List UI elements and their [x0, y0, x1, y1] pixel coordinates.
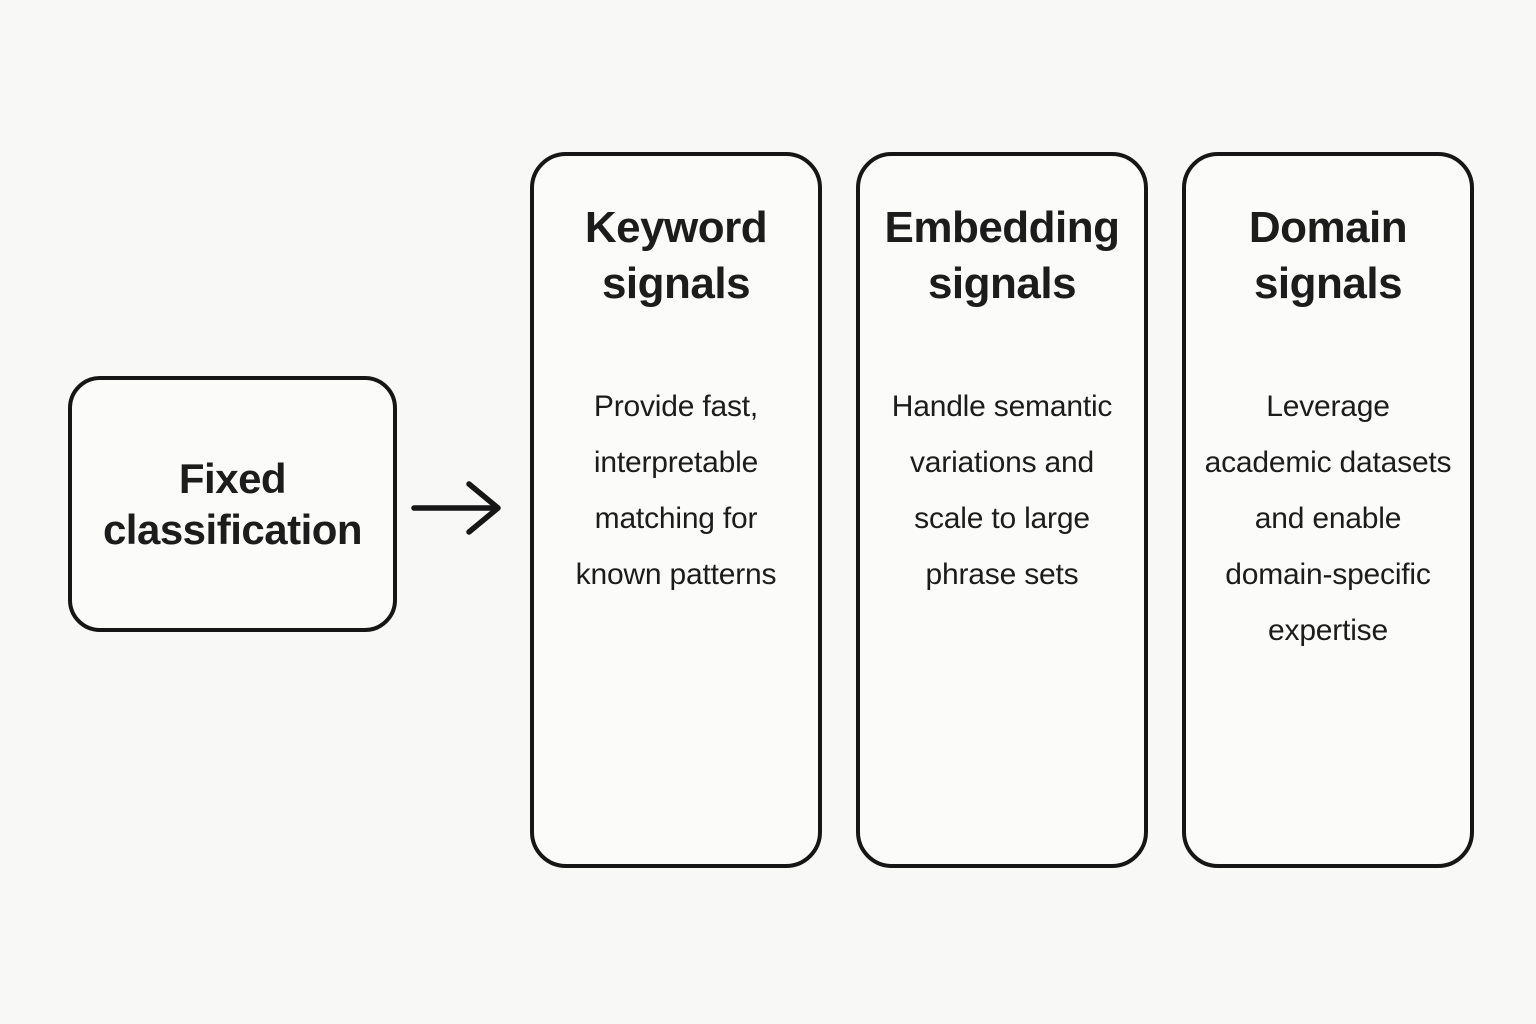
card-title-keyword-signals: Keyword signals — [584, 203, 768, 309]
card-keyword-signals: Keyword signals Provide fast, interpreta… — [530, 152, 822, 868]
card-domain-signals: Domain signals Leverage academic dataset… — [1182, 152, 1474, 868]
card-title-embedding-signals: Embedding signals — [884, 203, 1120, 309]
card-body-embedding-signals: Handle semantic variations and scale to … — [891, 389, 1113, 591]
card-title-domain-signals: Domain signals — [1248, 203, 1408, 309]
card-body-domain-signals: Leverage academic datasets and enable do… — [1204, 389, 1452, 647]
card-body-keyword-signals: Provide fast, interpretable matching for… — [575, 389, 777, 591]
right-arrow-icon — [411, 481, 501, 535]
card-embedding-signals: Embedding signals Handle semantic variat… — [856, 152, 1148, 868]
fixed-classification-box: Fixed classification — [68, 376, 397, 632]
fixed-classification-label: Fixed classification — [102, 454, 363, 553]
